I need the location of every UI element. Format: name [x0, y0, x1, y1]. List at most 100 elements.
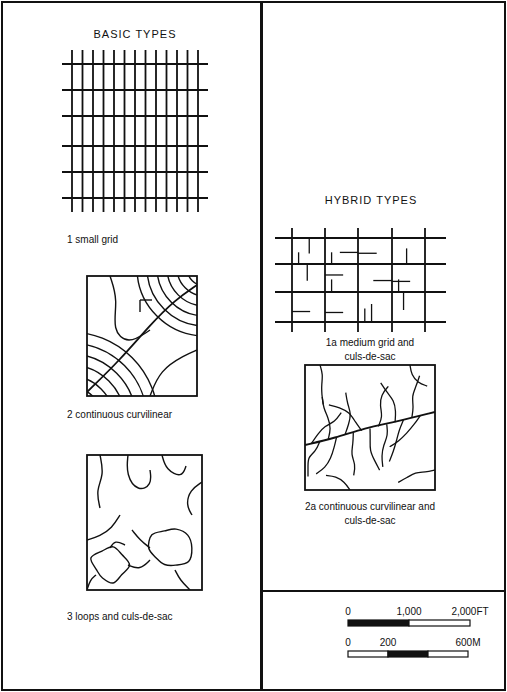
street	[390, 416, 420, 447]
street	[176, 50, 178, 212]
street	[320, 365, 323, 404]
scale-number: 200	[380, 636, 397, 650]
street	[87, 285, 197, 392]
street	[147, 276, 197, 326]
small-grid	[62, 50, 208, 212]
street	[291, 228, 293, 332]
street	[113, 50, 115, 212]
street	[275, 237, 446, 239]
street	[325, 274, 343, 275]
loop-street	[148, 529, 191, 566]
street	[406, 248, 407, 264]
street	[62, 171, 208, 173]
street	[62, 89, 208, 91]
basic-types-panel: BASIC TYPES 1 small grid 2 continuous curv…	[1, 1, 262, 691]
street	[381, 383, 396, 422]
street	[87, 343, 147, 396]
pattern-caption: 2a continuous curvilinear and culs-de-sa…	[299, 500, 441, 527]
scale-segment	[428, 651, 468, 657]
medium-grid	[275, 228, 446, 332]
scale-number: 0	[345, 636, 351, 650]
scale-panel: 0 1,000 2,000FT 0 200 600M	[261, 590, 506, 691]
section-heading: HYBRID TYPES	[325, 193, 418, 208]
street	[103, 50, 105, 212]
street	[87, 515, 120, 540]
street	[157, 276, 197, 316]
street	[166, 50, 168, 212]
street	[373, 280, 392, 281]
scale-segment	[348, 620, 409, 626]
street	[124, 50, 126, 212]
street	[175, 570, 190, 590]
scale-number: 0	[345, 605, 351, 619]
street	[62, 63, 208, 65]
street	[358, 253, 377, 254]
street	[132, 530, 150, 548]
street	[298, 252, 299, 264]
street	[424, 228, 426, 332]
street	[188, 482, 202, 515]
street	[275, 291, 446, 293]
loop-street	[91, 547, 130, 583]
street	[275, 321, 446, 323]
curvilinear-culs-pattern	[305, 365, 435, 490]
hybrid-types-panel: HYBRID TYPES 1a medium grid and culs-de-s…	[261, 1, 506, 592]
scale-unit-number: 600M	[455, 636, 480, 650]
area-outline	[305, 365, 435, 490]
scale-number: 1,000	[396, 605, 421, 619]
pattern-caption: 3 loops and culs-de-sac	[67, 610, 173, 624]
pattern-caption: 1a medium grid and culs-de-sac	[314, 336, 426, 363]
street	[382, 424, 387, 467]
street	[371, 304, 372, 322]
street	[326, 475, 350, 490]
street	[292, 311, 310, 312]
street	[140, 299, 152, 300]
street	[329, 405, 362, 431]
street	[398, 470, 435, 482]
street	[307, 264, 308, 281]
street	[62, 197, 208, 199]
curvilinear-pattern	[0, 200, 273, 508]
street	[62, 115, 208, 117]
loops-pattern	[87, 455, 202, 590]
scale-bar	[348, 620, 470, 657]
scale-segment	[388, 651, 428, 657]
scale-unit-number: 2,000FT	[451, 605, 488, 619]
street	[71, 50, 73, 212]
street	[155, 50, 157, 212]
street	[197, 50, 199, 212]
street	[316, 437, 336, 474]
street	[92, 50, 94, 212]
street	[87, 332, 158, 396]
street	[137, 276, 197, 336]
street	[275, 263, 446, 265]
area-outline	[87, 455, 202, 590]
section-heading: BASIC TYPES	[94, 27, 177, 42]
street	[145, 50, 147, 212]
street	[98, 455, 102, 508]
scale-segment	[348, 651, 388, 657]
street	[331, 279, 332, 292]
street	[127, 455, 150, 489]
pattern-caption: 1 small grid	[67, 233, 118, 247]
pattern-caption: 2 continuous curvilinear	[67, 408, 172, 422]
street	[308, 441, 320, 476]
street	[331, 252, 332, 264]
street	[364, 309, 365, 323]
street	[389, 420, 403, 462]
street	[62, 145, 208, 147]
street	[87, 365, 125, 396]
street	[134, 50, 136, 212]
street	[139, 300, 140, 312]
street	[162, 455, 186, 475]
street	[187, 276, 197, 286]
street	[187, 50, 189, 212]
street	[403, 292, 404, 310]
street	[352, 433, 355, 476]
street	[398, 279, 399, 292]
street	[82, 50, 84, 212]
street	[150, 350, 197, 396]
street	[110, 276, 150, 340]
